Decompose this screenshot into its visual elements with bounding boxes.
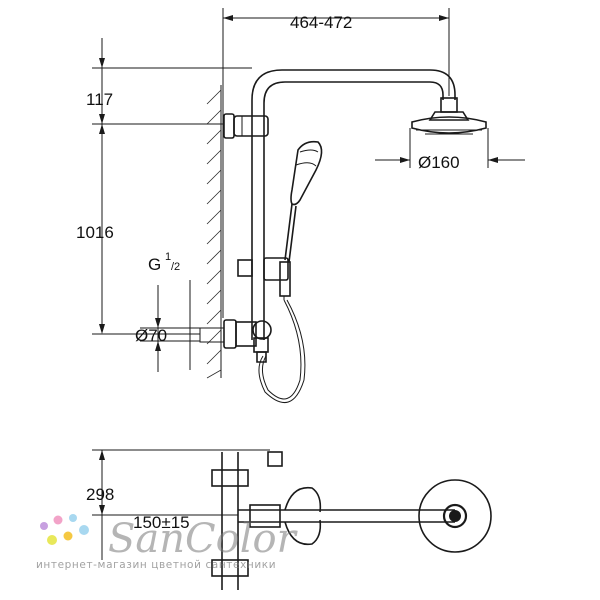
arm-reach-label: 464-472 <box>290 13 352 32</box>
plan-depth-label: 298 <box>86 485 114 504</box>
head-diameter-label: Ø160 <box>418 153 460 172</box>
wall-bracket-top <box>223 113 269 139</box>
head-diameter-dimension <box>375 128 525 168</box>
watermark-dots <box>40 514 89 545</box>
thread-size-label: G 1 /2 <box>148 251 180 274</box>
svg-text:/2: /2 <box>171 261 180 273</box>
riser-pipe <box>251 69 456 340</box>
svg-text:1: 1 <box>165 251 171 263</box>
top-offset-label: 117 <box>86 90 113 109</box>
wall-hatching <box>206 85 222 379</box>
outlet-diameter-label: Ø70 <box>135 326 167 345</box>
watermark: SanColor интернет-магазин цветной сантех… <box>36 514 299 571</box>
arm-reach-dimension <box>222 8 450 318</box>
plan-view <box>92 449 492 590</box>
plan-offset-label: 150±15 <box>133 513 190 532</box>
watermark-tagline: интернет-магазин цветной сантехники <box>36 559 276 571</box>
vertical-dimensions <box>92 38 252 335</box>
svg-text:G: G <box>148 255 161 274</box>
slide-holder <box>237 257 291 300</box>
thread-dimension <box>140 280 200 372</box>
thermostat-connection <box>199 319 272 363</box>
shower-hose <box>258 299 306 403</box>
riser-height-label: 1016 <box>76 223 114 242</box>
hand-shower <box>284 140 323 263</box>
watermark-logo: SanColor <box>108 516 299 562</box>
shower-head <box>411 97 487 135</box>
